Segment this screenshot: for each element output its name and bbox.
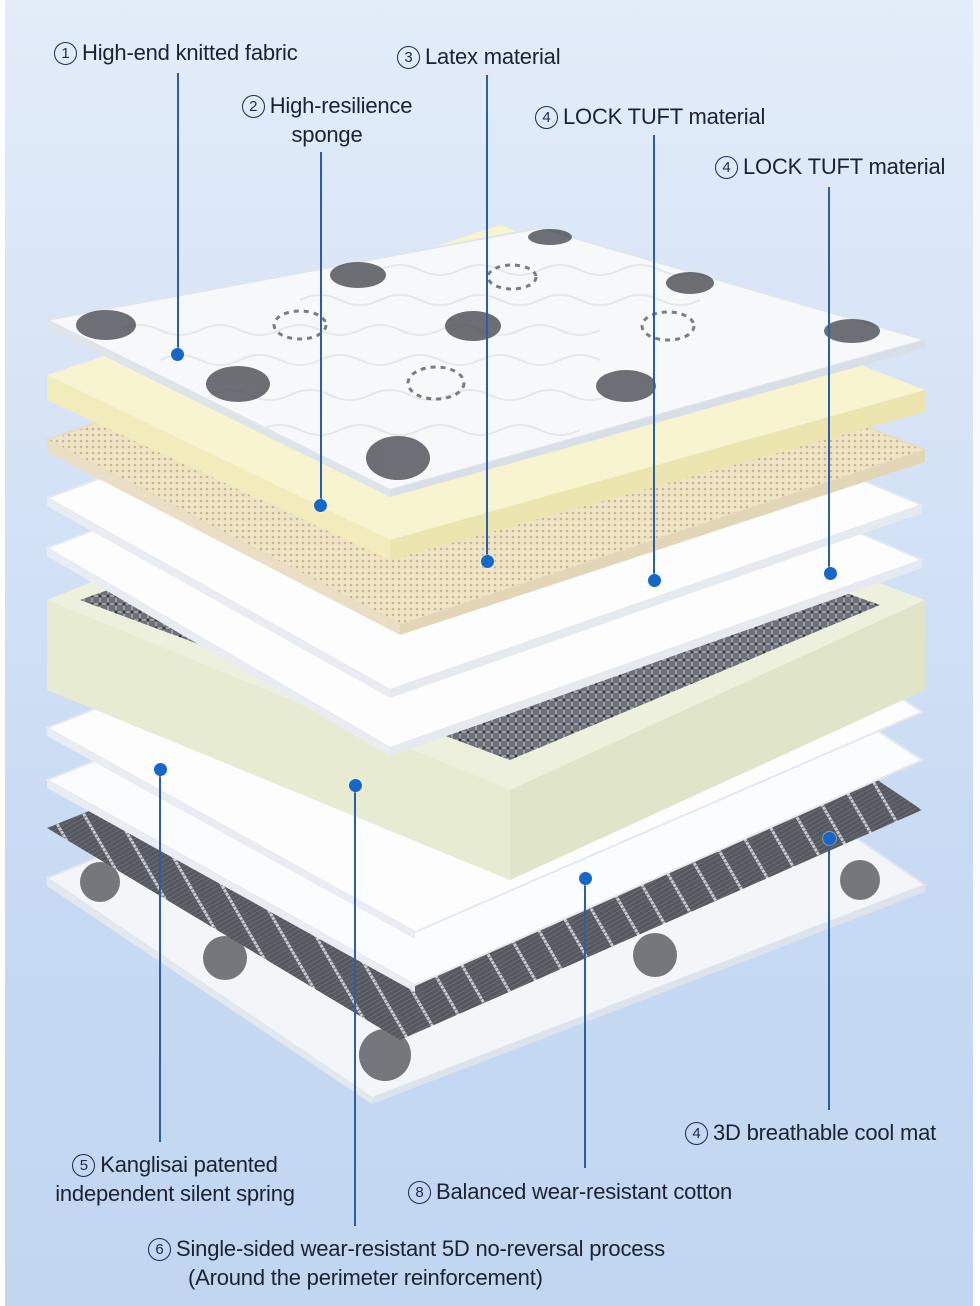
number-badge-1: 1 <box>54 42 77 65</box>
label-text: Latex material <box>425 44 561 69</box>
number-badge-3: 3 <box>397 46 420 69</box>
right-edge-strip <box>973 0 980 1306</box>
marker-dot-1 <box>171 348 184 361</box>
leader-line-6 <box>354 785 356 1226</box>
marker-dot-4b <box>824 567 837 580</box>
leader-line-5 <box>159 769 161 1142</box>
label-text: LOCK TUFT material <box>563 104 766 129</box>
number-badge-4: 4 <box>535 106 558 129</box>
leader-line-1 <box>177 73 179 354</box>
leader-line-8 <box>584 878 586 1168</box>
label-text: 3D breathable cool mat <box>713 1120 937 1145</box>
label-text: LOCK TUFT material <box>743 154 946 179</box>
label-text-line2: independent silent spring <box>55 1181 295 1206</box>
marker-dot-8 <box>579 872 592 885</box>
number-badge-2: 2 <box>241 95 265 118</box>
leader-line-4b <box>828 187 830 573</box>
marker-dot-3 <box>481 555 494 568</box>
leader-line-3d <box>828 838 830 1110</box>
label-text: High-end knitted fabric <box>82 40 298 65</box>
layer-top-fabric <box>43 226 929 497</box>
label-text: Balanced wear-resistant cotton <box>436 1179 733 1204</box>
marker-dot-3d <box>823 832 836 845</box>
marker-dot-6 <box>349 779 362 792</box>
leader-line-4a <box>653 135 655 580</box>
leader-line-2 <box>320 152 322 505</box>
number-badge-6: 6 <box>148 1238 171 1261</box>
label-text-line2: (Around the perimeter reinforcement) <box>188 1265 543 1290</box>
number-badge-5: 5 <box>72 1154 96 1177</box>
marker-dot-5 <box>154 763 167 776</box>
marker-dot-2 <box>314 499 327 512</box>
leader-line-3 <box>486 75 488 561</box>
label-text-line2: sponge <box>291 122 363 147</box>
label-text-line1: High-resilience <box>269 93 413 118</box>
number-badge-4: 4 <box>685 1122 708 1145</box>
number-badge-8: 8 <box>408 1181 431 1204</box>
marker-dot-4a <box>648 574 661 587</box>
label-text-line1: Kanglisai patented <box>100 1152 278 1177</box>
label-text-line1: Single-sided wear-resistant 5D no-revers… <box>176 1236 665 1261</box>
mattress-layers-illustration <box>43 225 929 1104</box>
number-badge-4: 4 <box>715 156 738 179</box>
